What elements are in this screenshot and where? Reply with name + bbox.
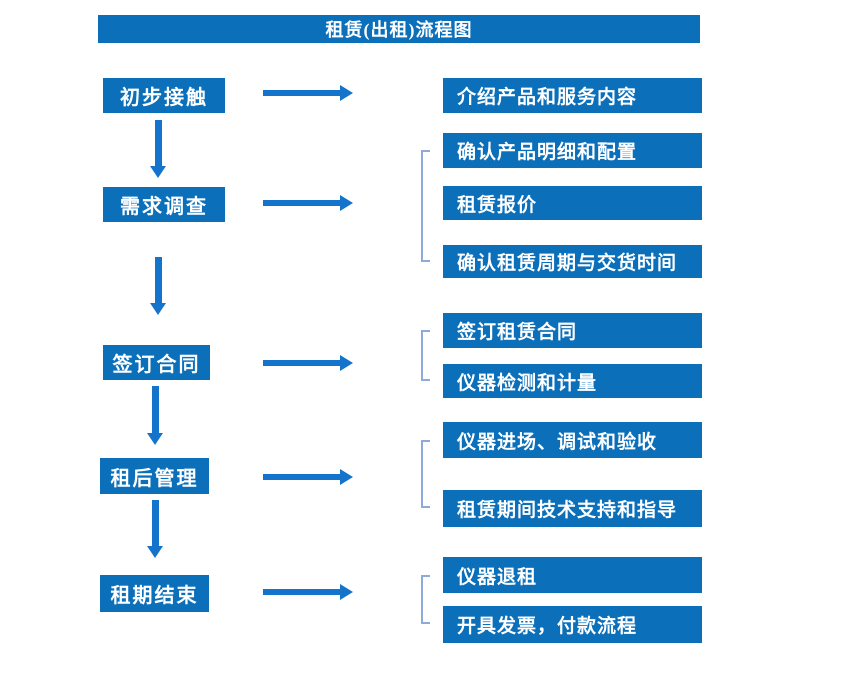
bracket-demand-survey-group (421, 150, 430, 262)
detail-box-instrument-testing: 仪器检测和计量 (443, 364, 702, 398)
step-box-rental-end: 租期结束 (100, 575, 209, 612)
right-arrow-3 (263, 355, 353, 371)
detail-box-confirm-period-delivery: 确认租赁周期与交货时间 (443, 245, 702, 278)
detail-box-introduce-products: 介绍产品和服务内容 (443, 78, 702, 113)
bracket-post-rental-group (421, 440, 430, 508)
detail-box-rental-quote: 租赁报价 (443, 186, 702, 220)
right-arrow-1 (263, 85, 353, 101)
flowchart-title: 租赁(出租)流程图 (98, 15, 700, 43)
down-arrow-1 (150, 120, 166, 178)
detail-box-sign-rental-contract: 签订租赁合同 (443, 313, 702, 348)
down-arrow-3 (147, 386, 163, 445)
step-box-initial-contact: 初步接触 (103, 78, 225, 113)
step-box-demand-survey: 需求调查 (103, 187, 225, 222)
detail-box-confirm-product-config: 确认产品明细和配置 (443, 133, 702, 168)
bracket-sign-contract-group (421, 330, 430, 381)
detail-box-instrument-return: 仪器退租 (443, 557, 702, 593)
bracket-rental-end-group (421, 575, 430, 624)
detail-box-invoice-payment: 开具发票，付款流程 (443, 606, 702, 643)
down-arrow-2 (150, 257, 166, 315)
detail-box-tech-support: 租赁期间技术支持和指导 (443, 490, 702, 527)
right-arrow-2 (263, 195, 353, 211)
detail-box-instrument-setup: 仪器进场、调试和验收 (443, 422, 702, 458)
right-arrow-4 (263, 469, 353, 485)
right-arrow-5 (263, 584, 353, 600)
down-arrow-4 (147, 500, 163, 558)
step-box-post-rental-management: 租后管理 (100, 458, 209, 494)
step-box-sign-contract: 签订合同 (103, 345, 210, 380)
